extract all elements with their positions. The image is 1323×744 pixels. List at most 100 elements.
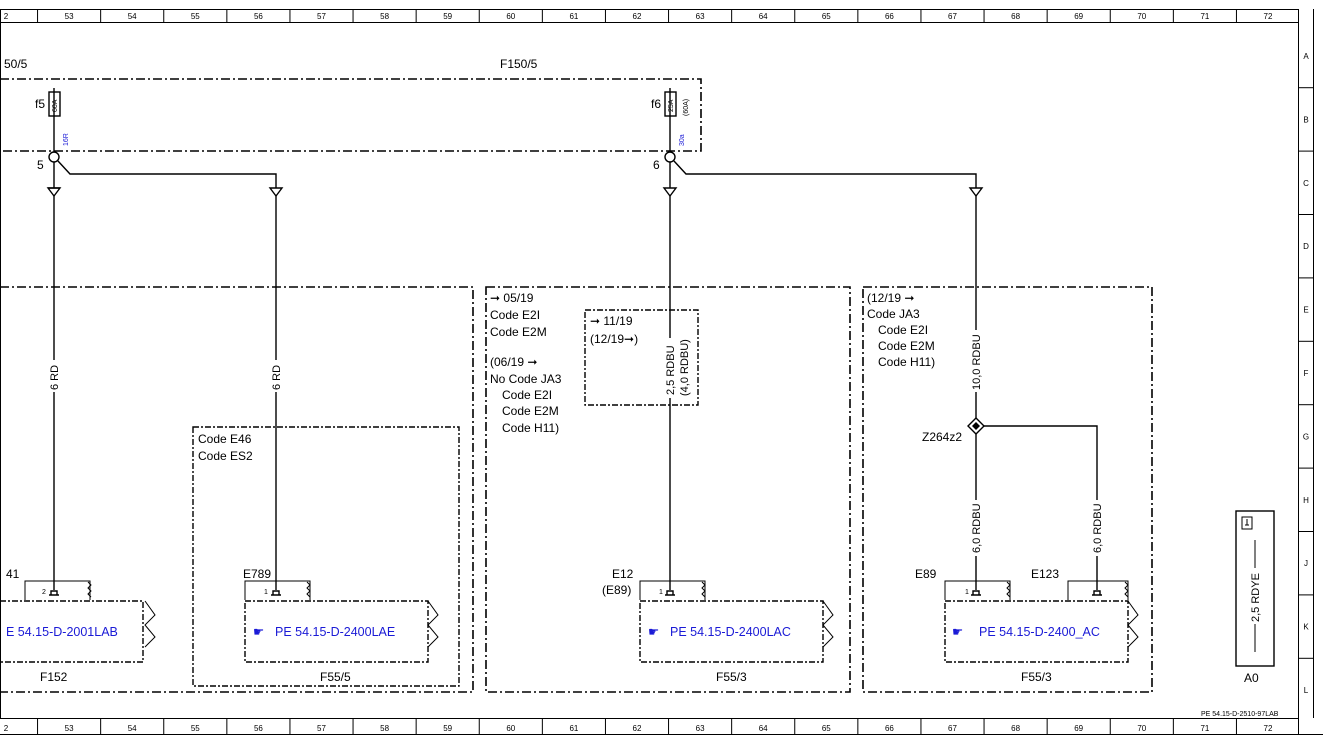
note-mid-line-4: (06/19 ➞: [490, 355, 537, 369]
branch-arrow-icons: [46, 187, 984, 198]
ruler-column-label: 61: [569, 12, 578, 21]
fuse-f6-rating-alt: (60A): [683, 99, 690, 116]
wire-6[interactable]: [983, 425, 1098, 590]
note-right-line-1: (12/19 ➞: [867, 291, 914, 305]
ruler-column-label: 55: [191, 724, 200, 733]
ruler-column-label: 58: [380, 12, 389, 21]
ruler-column-label: 56: [254, 724, 263, 733]
legend-wire-label: 2,5 RDYE: [1250, 573, 1262, 622]
fuse-box-frame: [0, 78, 702, 152]
ruler-column-label: 58: [380, 724, 389, 733]
wire-5-label: 6,0 RDBU: [971, 503, 983, 553]
note-e46: Code E46 Code ES2: [198, 432, 253, 463]
connector-e789-label: E789: [243, 567, 271, 581]
ruler-column-label: 57: [317, 724, 326, 733]
wire-6-label-bg: [1091, 500, 1103, 556]
note-e46-line-1: Code E46: [198, 432, 252, 446]
lower-frames: [0, 286, 1153, 693]
ruler-column-label: 68: [1011, 724, 1020, 733]
ruler-row-label: D: [1303, 242, 1309, 251]
splice-dot-icon: [972, 422, 980, 430]
ruler-column-label: 62: [633, 724, 642, 733]
note-mid: ➞ 05/19 Code E2I Code E2M (06/19 ➞ No Co…: [490, 291, 562, 435]
connector-e789-pin: 1: [264, 589, 268, 596]
connector-41-ref-link[interactable]: E 54.15-D-2001LAB: [6, 625, 118, 639]
splice-label: Z264z2: [922, 430, 962, 444]
connector-e12[interactable]: E12 (E89) 1: [602, 567, 834, 663]
wire-3-label: 2,5 RDBU: [665, 345, 677, 395]
terminal-6-icon: [664, 151, 676, 163]
ruler-row-label: A: [1303, 52, 1309, 61]
legend-label: A0: [1244, 671, 1259, 685]
connector-e12-pin: 1: [659, 589, 663, 596]
group-f55-3-label: F55/3: [716, 670, 747, 684]
connector-41[interactable]: 41 2: [0, 567, 156, 663]
terminal-5-icon: [48, 151, 60, 163]
ruler-column-label: 64: [759, 12, 768, 21]
wire-2-label-bg: [270, 360, 282, 392]
ruler-column-label: 57: [317, 12, 326, 21]
group-f55-3-right-label: F55/3: [1021, 670, 1052, 684]
ruler-column-label: 70: [1137, 12, 1146, 21]
connector-e89[interactable]: E89 1: [915, 567, 1011, 600]
note-mid-line-8: Code H11): [502, 421, 559, 435]
connector-e12-label: E12: [612, 567, 634, 581]
ruler-column-label: 60: [506, 724, 515, 733]
connector-41-pin: 2: [42, 589, 46, 596]
connector-e89-ref-link[interactable]: PE 54.15-D-2400_AC: [979, 625, 1100, 639]
ruler-column-label: 63: [696, 12, 705, 21]
note-mid-line-2: Code E2I: [490, 308, 540, 322]
connector-e123[interactable]: E123: [1031, 567, 1129, 600]
ruler-column-label: 65: [822, 12, 831, 21]
wire-4-label-bg: [970, 330, 982, 392]
document-id: PE 54.15-D-2510-97LAB: [1201, 711, 1279, 718]
ground-symbol-icon: [1241, 516, 1253, 530]
note-mid-line-3: Code E2M: [490, 325, 547, 339]
ruler-column-label: 2: [4, 12, 9, 21]
pointer-icon: ☛: [253, 625, 264, 639]
fuse-box-left-label: 50/5: [4, 57, 28, 71]
ruler-column-label: 54: [128, 724, 137, 733]
splice-diamond-icon: [967, 417, 985, 435]
ruler-column-label: 70: [1137, 724, 1146, 733]
note-right-line-2: Code JA3: [867, 307, 920, 321]
note-e46-line-2: Code ES2: [198, 449, 253, 463]
fuse-f5-wire: 16R: [63, 133, 70, 146]
ruler-row-label: L: [1304, 686, 1309, 695]
fuse-box-right-label: F150/5: [500, 57, 538, 71]
fuse-f6[interactable]: f6 25A (60A) 30a: [651, 88, 690, 152]
note-mid-inner: ➞ 11/19 (12/19➞): [590, 314, 638, 346]
note-right-line-4: Code E2M: [878, 339, 935, 353]
ruler-row-label: K: [1303, 623, 1309, 632]
pointer-icon: ☛: [648, 625, 659, 639]
connector-e789-ref-link[interactable]: PE 54.15-D-2400LAE: [275, 625, 395, 639]
ruler-column-label: 55: [191, 12, 200, 21]
sheet-frame: [0, 9, 1323, 735]
wire-2-label: 6 RD: [271, 365, 283, 390]
ruler-column-label: 59: [443, 12, 452, 21]
wire-3-label-alt: (4,0 RDBU): [679, 339, 691, 396]
ruler-row-label: B: [1303, 115, 1308, 124]
fuse-f6-wire: 30a: [679, 134, 686, 146]
connector-e789[interactable]: E789 1: [243, 567, 439, 663]
splice-z264z2[interactable]: Z264z2: [922, 417, 985, 444]
note-mid-inner-line-1: ➞ 11/19: [590, 314, 633, 328]
connector-41-label: 41: [6, 567, 20, 581]
ruler-column-label: 67: [948, 724, 957, 733]
connector-e12-ref-link[interactable]: PE 54.15-D-2400LAC: [670, 625, 791, 639]
ruler-column-label: 65: [822, 724, 831, 733]
ruler-row-label: C: [1303, 179, 1309, 188]
note-right: (12/19 ➞ Code JA3 Code E2I Code E2M Code…: [867, 291, 935, 369]
ruler-column-label: 72: [1264, 724, 1273, 733]
ruler-column-label: 68: [1011, 12, 1020, 21]
ruler-column-label: 71: [1200, 724, 1209, 733]
wire-6-label: 6,0 RDBU: [1092, 503, 1104, 553]
connector-e123-label: E123: [1031, 567, 1059, 581]
fuse-f5[interactable]: f5 60A 16R: [35, 88, 70, 152]
ruler-column-label: 66: [885, 12, 894, 21]
ruler-column-label: 53: [65, 724, 74, 733]
pointer-icon: ☛: [952, 625, 963, 639]
ruler-column-label: 62: [633, 12, 642, 21]
